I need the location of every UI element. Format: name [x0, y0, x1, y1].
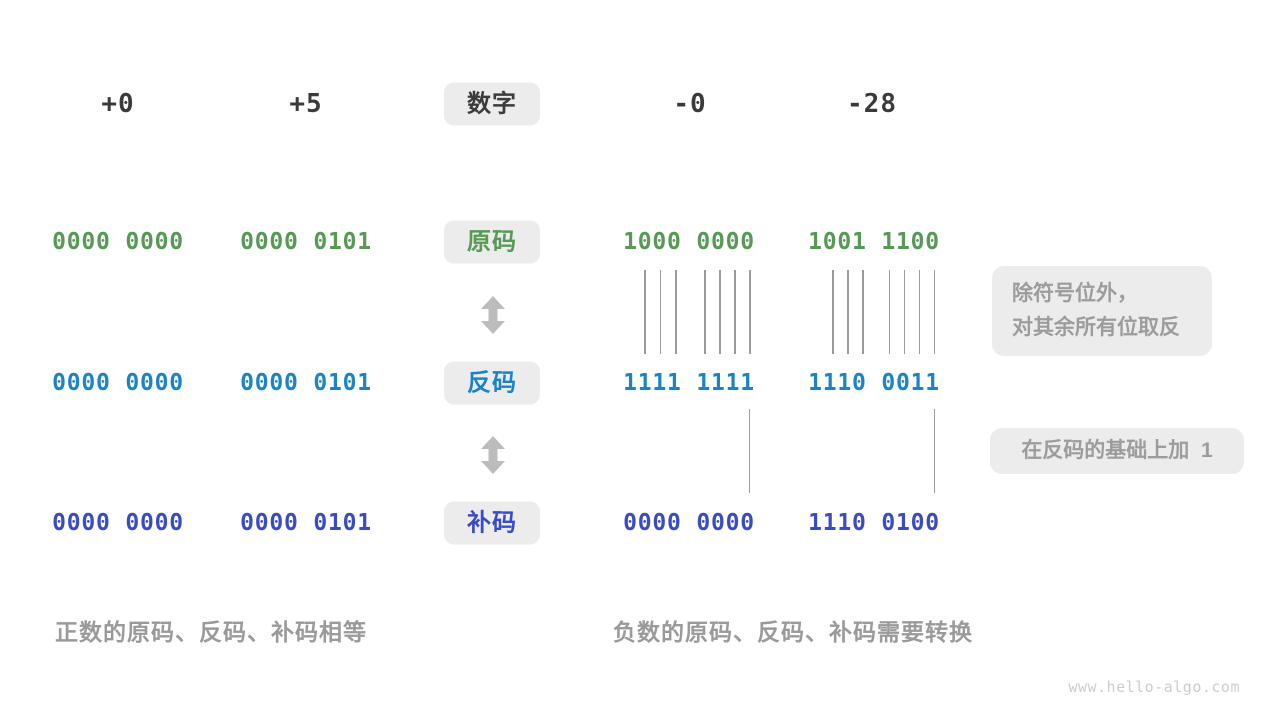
- bit-connector-line: [704, 270, 706, 354]
- header-value-minus28: -28: [847, 89, 897, 119]
- bit-connector-line: [933, 270, 935, 354]
- caption-positive-numbers: 正数的原码、反码、补码相等: [55, 619, 367, 645]
- header-value-plus0: +0: [101, 89, 135, 119]
- ones-complement-minus0: 1111 1111: [623, 370, 755, 396]
- twos-complement-minus28: 1110 0100: [808, 510, 940, 536]
- bit-connector-line: [748, 409, 750, 493]
- bit-connector-line: [675, 270, 677, 354]
- twos-complement-plus5: 0000 0101: [240, 510, 372, 536]
- sign-magnitude-minus0: 1000 0000: [623, 229, 755, 255]
- sign-magnitude-label: 原码: [444, 220, 540, 264]
- header-value-minus0: -0: [673, 89, 707, 119]
- annotation-invert-line2: 对其余所有位取反: [1012, 316, 1180, 339]
- twos-complement-minus0: 0000 0000: [623, 510, 755, 536]
- bit-connector-line: [888, 270, 890, 354]
- site-watermark: www.hello-algo.com: [1068, 678, 1240, 696]
- header-value-plus5: +5: [289, 89, 323, 119]
- updown-arrow-icon: [481, 436, 505, 474]
- ones-complement-plus5: 0000 0101: [240, 370, 372, 396]
- twos-complement-plus0: 0000 0000: [52, 510, 184, 536]
- bit-connector-line: [918, 270, 920, 354]
- sign-magnitude-plus0: 0000 0000: [52, 229, 184, 255]
- bit-connector-line: [903, 270, 905, 354]
- annotation-invert-line1: 除符号位外，: [1012, 282, 1138, 305]
- sign-magnitude-minus28: 1001 1100: [808, 229, 940, 255]
- bit-connector-line: [847, 270, 849, 354]
- bit-connector-line: [749, 270, 751, 354]
- ones-complement-minus28: 1110 0011: [808, 370, 940, 396]
- bit-connector-line: [734, 270, 736, 354]
- bit-connector-line: [933, 409, 935, 493]
- bit-connector-line: [719, 270, 721, 354]
- bit-connector-line: [832, 270, 834, 354]
- ones-complement-label: 反码: [444, 361, 540, 405]
- bit-connector-line: [862, 270, 864, 354]
- twos-complement-label: 补码: [444, 501, 540, 545]
- ones-complement-plus0: 0000 0000: [52, 370, 184, 396]
- bit-connector-line: [659, 270, 661, 354]
- updown-arrow-icon: [481, 296, 505, 334]
- annotation-invert-bits: 除符号位外， 对其余所有位取反: [992, 266, 1212, 356]
- bit-connector-line: [644, 270, 646, 354]
- caption-negative-numbers: 负数的原码、反码、补码需要转换: [613, 619, 973, 645]
- header-label-number: 数字: [444, 82, 540, 126]
- annotation-add-one: 在反码的基础上加 1: [990, 428, 1244, 474]
- sign-magnitude-plus5: 0000 0101: [240, 229, 372, 255]
